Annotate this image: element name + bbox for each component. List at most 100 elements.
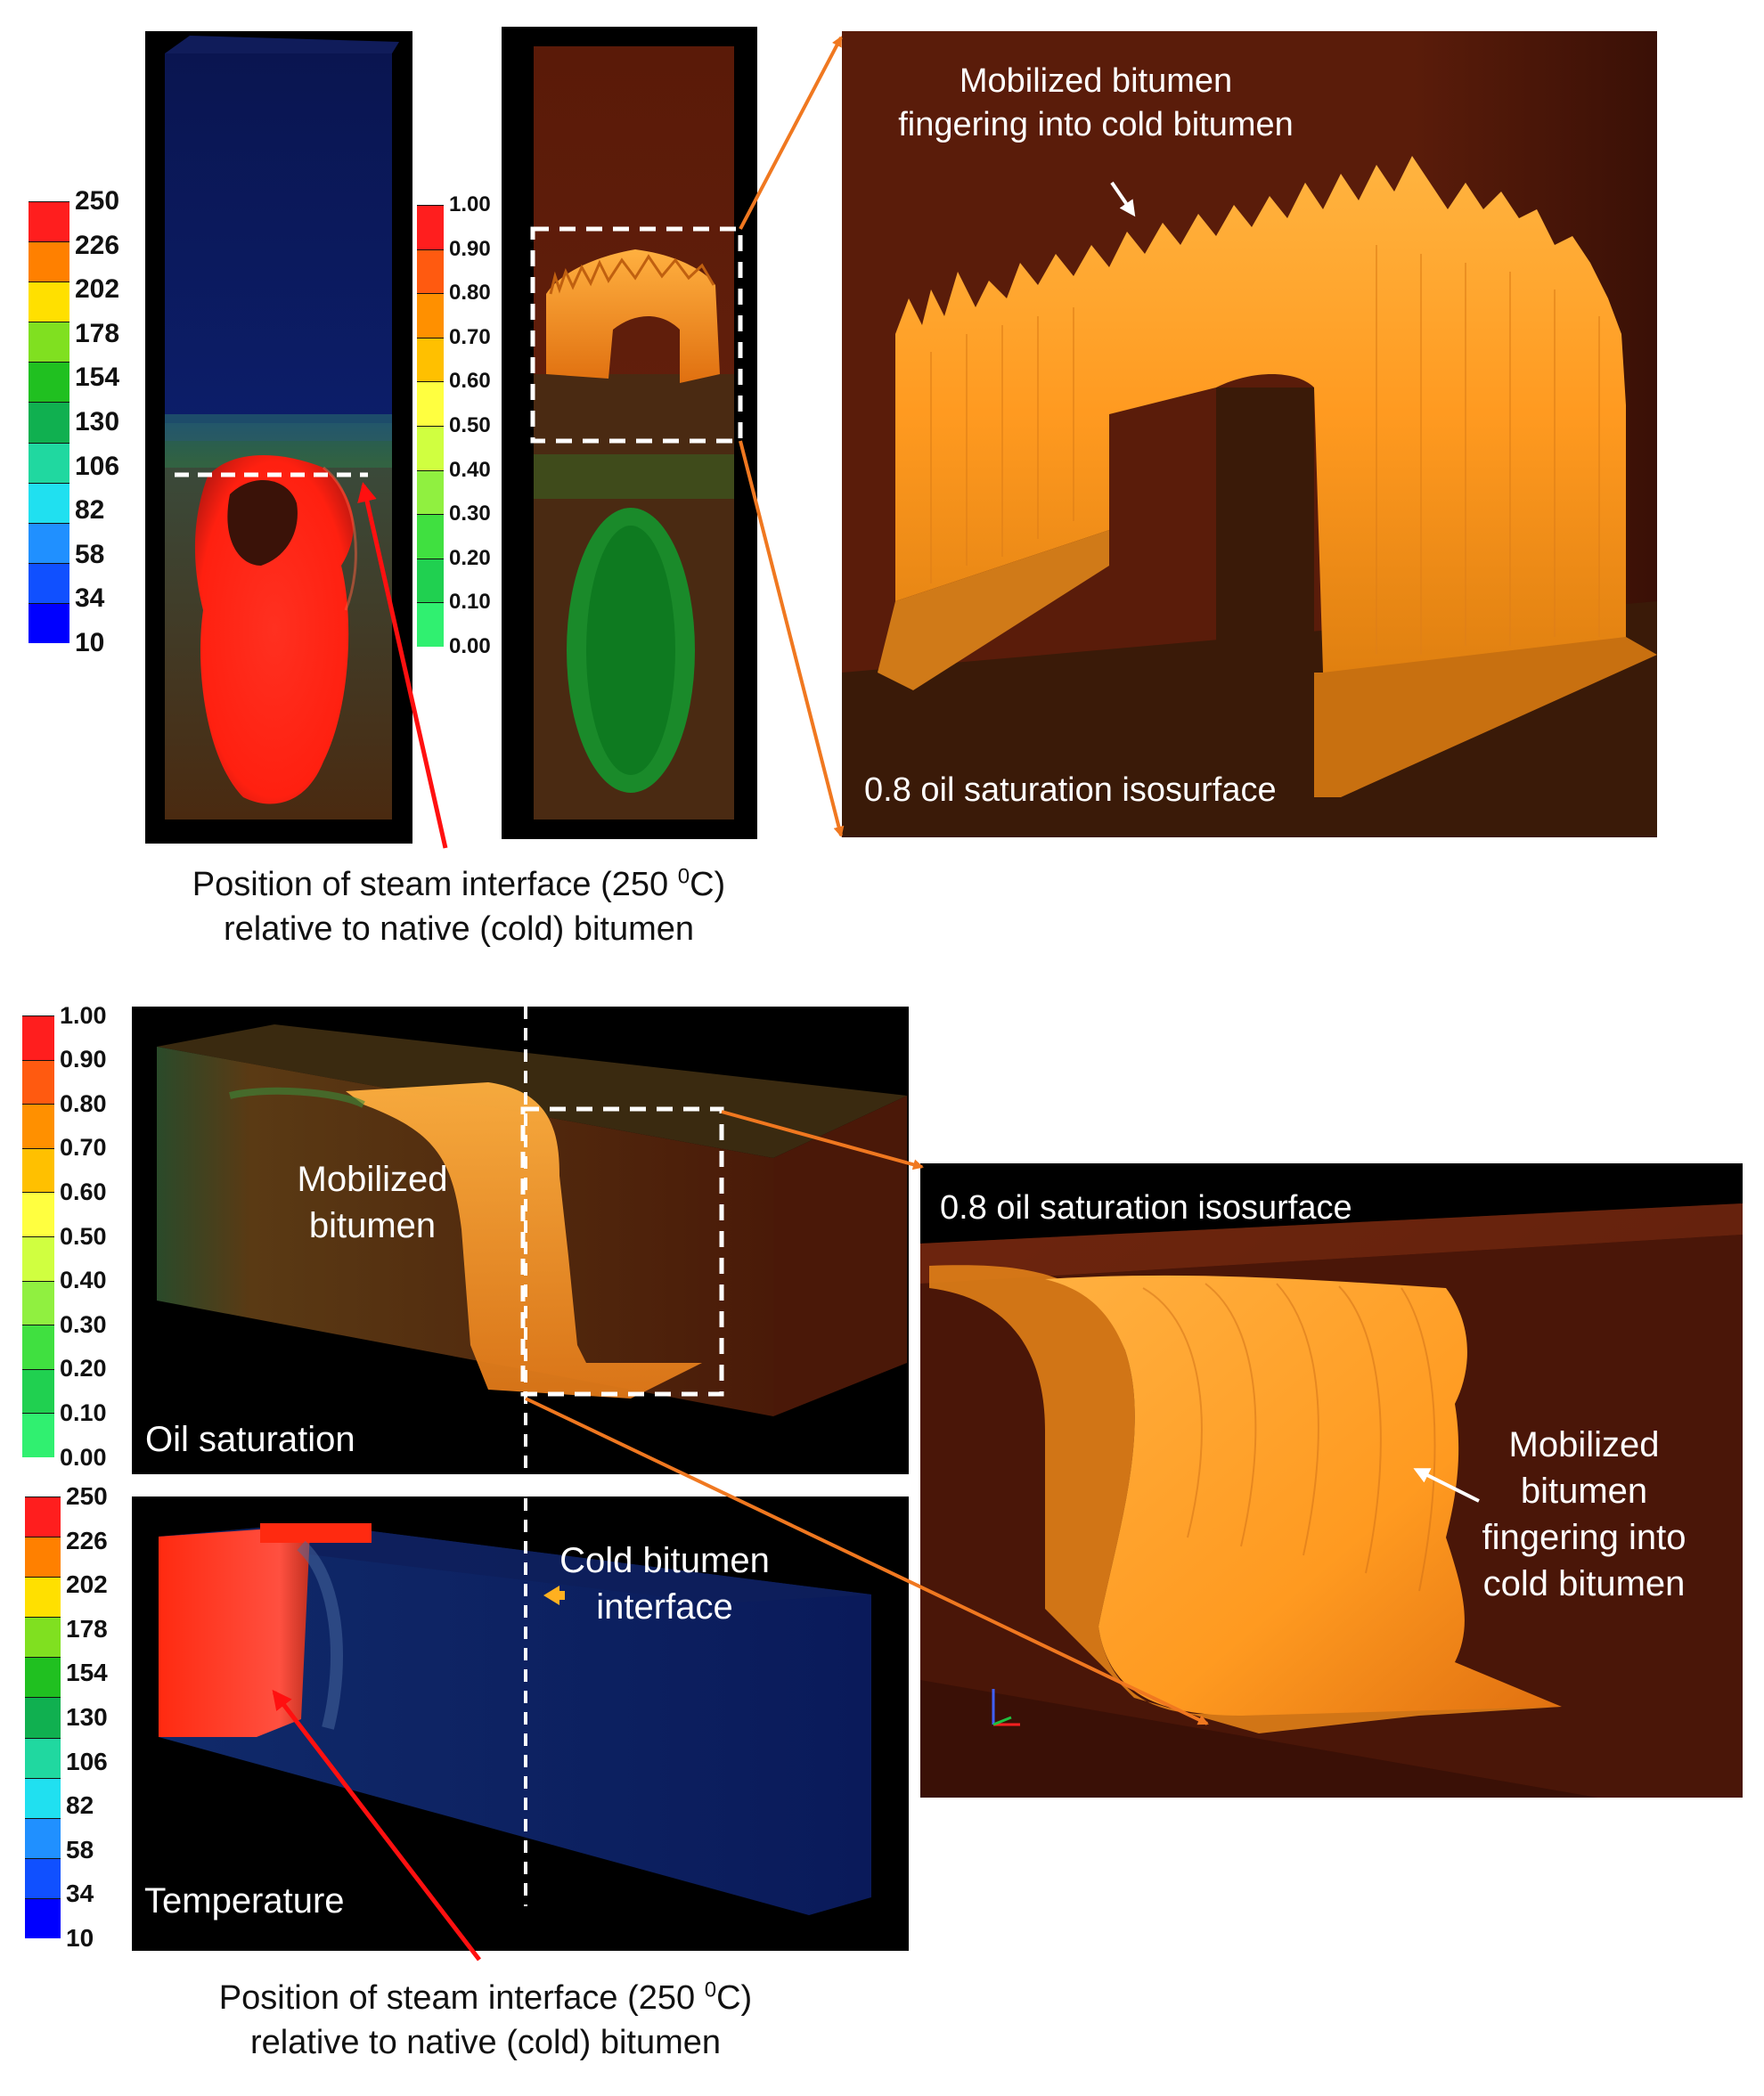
legend-swatch bbox=[22, 1059, 54, 1105]
legend-tick-label: 0.10 bbox=[449, 590, 491, 615]
saturation-column-svg bbox=[534, 46, 734, 820]
legend-swatch bbox=[25, 1857, 61, 1898]
legend-tick-label: 178 bbox=[75, 318, 120, 348]
top-steam-interface-caption: Position of steam interface (250 0C) rel… bbox=[192, 864, 726, 949]
legend-tick-label: 106 bbox=[66, 1747, 108, 1775]
legend-swatch bbox=[25, 1577, 61, 1618]
legend-swatch bbox=[25, 1537, 61, 1578]
legend-swatch bbox=[29, 522, 69, 563]
saturation-colorbar-bottom bbox=[22, 1015, 54, 1457]
legend-swatch bbox=[22, 1280, 54, 1325]
cold-bitumen-interface-label: Cold bitumen interface bbox=[559, 1541, 770, 1627]
legend-tick-label: 0.70 bbox=[60, 1134, 107, 1162]
temperature-label: Temperature bbox=[144, 1881, 345, 1921]
legend-swatch bbox=[417, 205, 444, 249]
legend-swatch bbox=[417, 337, 444, 382]
legend-swatch bbox=[29, 362, 69, 403]
legend-swatch bbox=[417, 381, 444, 426]
legend-swatch bbox=[29, 562, 69, 603]
legend-swatch bbox=[417, 293, 444, 338]
legend-swatch bbox=[25, 1777, 61, 1818]
top-isosurface-label: 0.8 oil saturation isosurface bbox=[864, 771, 1277, 809]
temperature-colorbar-bottom bbox=[25, 1497, 61, 1938]
legend-swatch bbox=[417, 469, 444, 515]
legend-swatch bbox=[417, 514, 444, 559]
saturation-colorbar bbox=[417, 205, 444, 647]
top-zoom-fingering-label: Mobilized bitumen fingering into cold bi… bbox=[898, 62, 1294, 144]
legend-tick-label: 34 bbox=[66, 1880, 94, 1908]
legend-swatch bbox=[22, 1413, 54, 1457]
legend-swatch bbox=[22, 1325, 54, 1369]
legend-tick-label: 226 bbox=[75, 230, 120, 260]
legend-tick-label: 226 bbox=[66, 1526, 108, 1554]
oil-saturation-label: Oil saturation bbox=[145, 1420, 355, 1459]
legend-swatch bbox=[22, 1104, 54, 1148]
legend-swatch bbox=[25, 1697, 61, 1738]
legend-tick-label: 0.00 bbox=[449, 634, 491, 658]
legend-swatch bbox=[29, 281, 69, 322]
legend-tick-label: 0.30 bbox=[449, 502, 491, 526]
legend-swatch bbox=[22, 1147, 54, 1193]
legend-swatch bbox=[22, 1236, 54, 1281]
legend-swatch bbox=[417, 426, 444, 470]
legend-swatch bbox=[29, 201, 69, 242]
temperature-colorbar bbox=[29, 201, 69, 643]
legend-tick-label: 0.90 bbox=[60, 1046, 107, 1073]
legend-tick-label: 1.00 bbox=[449, 192, 491, 216]
temperature-column-svg bbox=[165, 36, 399, 820]
bottom-zoom-fingering-label: Mobilized bitumen fingering into cold bi… bbox=[1482, 1425, 1686, 1603]
legend-tick-label: 250 bbox=[75, 186, 120, 216]
legend-swatch bbox=[29, 402, 69, 443]
legend-swatch bbox=[29, 442, 69, 483]
legend-tick-label: 130 bbox=[66, 1703, 108, 1731]
legend-tick-label: 82 bbox=[75, 495, 105, 526]
legend-swatch bbox=[417, 602, 444, 647]
legend-tick-label: 0.10 bbox=[60, 1399, 107, 1426]
temperature-view: Cold bitumen interface Temperature bbox=[132, 1497, 909, 1951]
bottom-zoom-view: 0.8 oil saturation isosurface Mobilized … bbox=[920, 1163, 1743, 1798]
legend-swatch bbox=[22, 1192, 54, 1236]
legend-tick-label: 0.80 bbox=[60, 1089, 107, 1117]
saturation-column-view bbox=[502, 27, 757, 839]
legend-tick-label: 0.90 bbox=[449, 236, 491, 261]
legend-tick-label: 0.30 bbox=[60, 1310, 107, 1338]
legend-tick-label: 0.40 bbox=[449, 457, 491, 482]
legend-tick-label: 0.40 bbox=[60, 1267, 107, 1294]
legend-tick-label: 0.20 bbox=[60, 1355, 107, 1382]
top-zoom-view: Mobilized bitumen fingering into cold bi… bbox=[842, 31, 1657, 837]
legend-tick-label: 154 bbox=[66, 1659, 108, 1687]
legend-tick-label: 130 bbox=[75, 407, 120, 436]
legend-swatch bbox=[417, 249, 444, 294]
legend-tick-label: 58 bbox=[75, 539, 105, 569]
legend-tick-label: 178 bbox=[66, 1614, 108, 1643]
legend-tick-label: 10 bbox=[66, 1924, 94, 1952]
legend-swatch bbox=[22, 1015, 54, 1060]
legend-tick-label: 0.00 bbox=[60, 1443, 107, 1471]
legend-swatch bbox=[29, 241, 69, 282]
legend-tick-label: 250 bbox=[66, 1482, 108, 1510]
legend-swatch bbox=[25, 1497, 61, 1537]
legend-tick-label: 1.00 bbox=[60, 1001, 107, 1029]
legend-tick-label: 202 bbox=[75, 274, 120, 305]
legend-tick-label: 82 bbox=[66, 1791, 94, 1820]
legend-swatch bbox=[25, 1617, 61, 1658]
legend-tick-label: 0.50 bbox=[449, 413, 491, 437]
legend-tick-label: 0.60 bbox=[60, 1178, 107, 1205]
legend-swatch bbox=[417, 558, 444, 603]
legend-tick-label: 0.80 bbox=[449, 281, 491, 306]
legend-tick-label: 0.20 bbox=[449, 545, 491, 570]
legend-tick-label: 0.60 bbox=[449, 369, 491, 394]
legend-tick-label: 10 bbox=[75, 628, 105, 657]
temperature-column-view bbox=[145, 31, 412, 844]
legend-tick-label: 154 bbox=[75, 363, 120, 393]
legend-swatch bbox=[22, 1368, 54, 1414]
legend-swatch bbox=[25, 1897, 61, 1938]
legend-tick-label: 106 bbox=[75, 451, 120, 481]
bottom-steam-interface-caption: Position of steam interface (250 0C) rel… bbox=[218, 1978, 753, 2062]
legend-swatch bbox=[25, 1657, 61, 1698]
legend-tick-label: 202 bbox=[66, 1570, 108, 1599]
